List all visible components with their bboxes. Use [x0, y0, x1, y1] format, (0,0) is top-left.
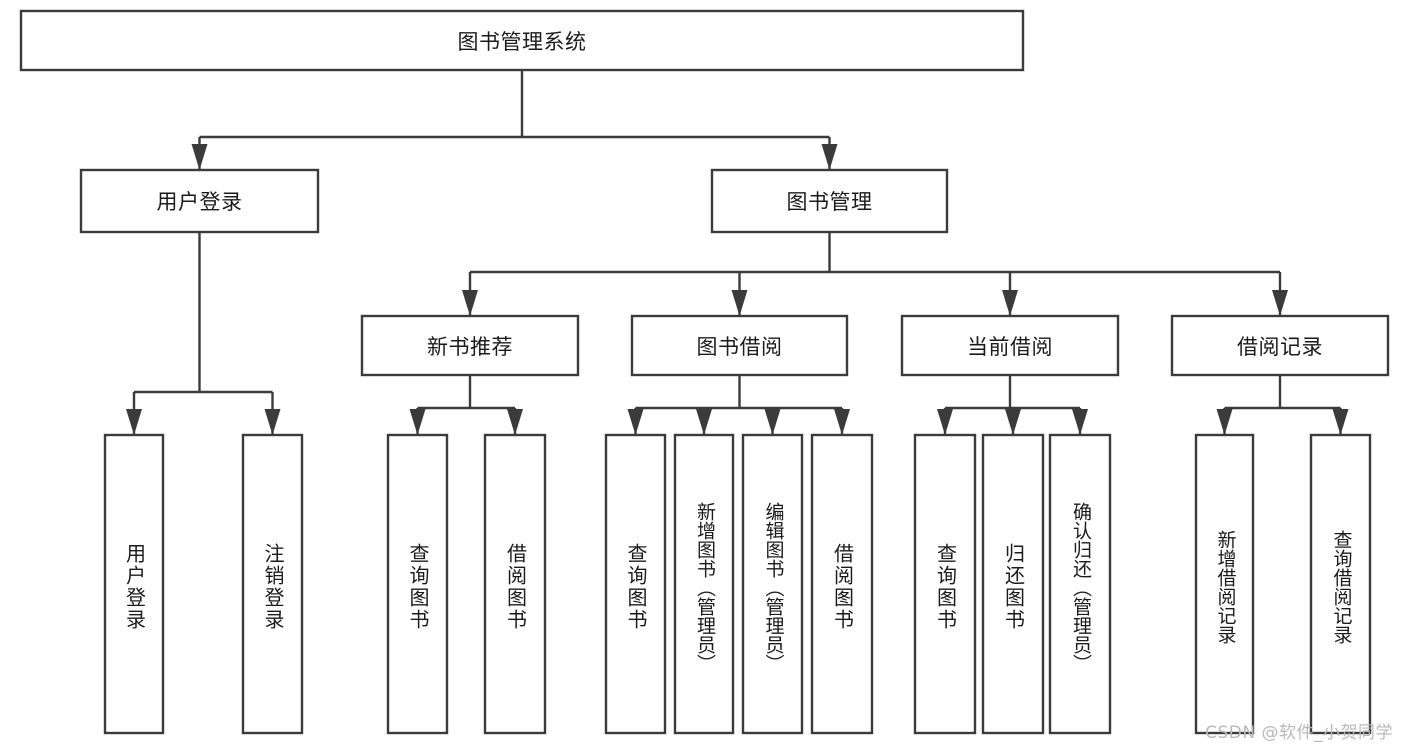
- level3-box[interactable]: [1170, 314, 1390, 377]
- leaf-box[interactable]: [241, 433, 304, 735]
- leaf-box[interactable]: [981, 433, 1045, 735]
- watermark-text: CSDN @软件_小贺同学: [1205, 723, 1393, 743]
- arrow-head-icon: [937, 409, 953, 435]
- leaf-box[interactable]: [913, 433, 977, 735]
- arrow-head-icon: [409, 409, 426, 435]
- leaf-box[interactable]: [1309, 433, 1372, 735]
- arrow-head-icon: [834, 409, 850, 435]
- arrow-head-icon: [1002, 290, 1018, 316]
- connectors-layer: [126, 70, 1349, 435]
- arrow-head-icon: [1072, 409, 1088, 435]
- arrow-head-icon: [1216, 409, 1233, 435]
- arrow-head-icon: [731, 290, 748, 316]
- arrow-head-icon: [1272, 290, 1288, 316]
- leaf-box[interactable]: [1194, 433, 1255, 735]
- arrow-head-icon: [264, 409, 281, 435]
- root-box[interactable]: [19, 9, 1025, 72]
- leaf-box[interactable]: [483, 433, 547, 735]
- level3-box[interactable]: [360, 314, 580, 377]
- arrow-head-icon: [126, 409, 142, 435]
- leaf-box[interactable]: [673, 433, 735, 735]
- leaf-box[interactable]: [386, 433, 449, 735]
- leaf-box[interactable]: [810, 433, 874, 735]
- level2-box[interactable]: [79, 168, 320, 234]
- arrow-head-icon: [764, 409, 781, 435]
- leaf-box[interactable]: [741, 433, 804, 735]
- level3-box[interactable]: [630, 314, 849, 377]
- arrow-head-icon: [1005, 409, 1021, 435]
- arrow-head-icon: [462, 290, 478, 316]
- level2-box[interactable]: [710, 168, 949, 234]
- arrow-head-icon: [191, 144, 208, 170]
- arrow-head-icon: [627, 409, 644, 435]
- boxes-layer: [19, 9, 1390, 735]
- leaf-box[interactable]: [1048, 433, 1112, 735]
- leaf-box[interactable]: [604, 433, 667, 735]
- level3-box[interactable]: [900, 314, 1120, 377]
- leaf-box[interactable]: [103, 433, 165, 735]
- arrow-head-icon: [821, 144, 838, 170]
- arrow-head-icon: [696, 409, 712, 435]
- arrow-head-icon: [1332, 409, 1349, 435]
- arrow-head-icon: [507, 409, 523, 435]
